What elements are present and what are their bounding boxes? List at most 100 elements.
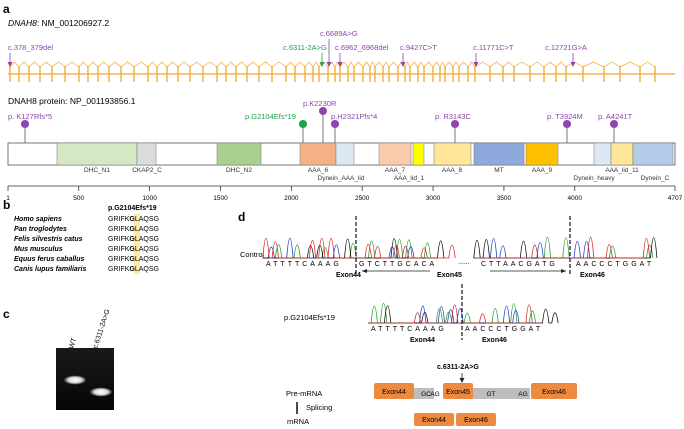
intron-hat <box>339 61 349 68</box>
splicing-label: Splicing <box>306 403 332 412</box>
lollipop-head <box>563 120 571 128</box>
intron-hat <box>432 61 441 68</box>
protein-variant-label: p. K127Rfs*5 <box>8 112 52 121</box>
intron-hat <box>166 61 179 68</box>
chromatogram-control <box>262 236 658 259</box>
axis-tick-label: 4707 <box>668 195 683 202</box>
intron-hat <box>439 61 446 68</box>
intron-hat <box>97 61 110 68</box>
domain-aaa-6 <box>299 142 337 166</box>
gene-variant-label: c.12721G>A <box>545 43 587 52</box>
lollipop-head <box>451 120 459 128</box>
exon-box-label: Exon44 <box>422 417 446 424</box>
gene-variant-label: c.378_379del <box>8 43 53 52</box>
intron-hat <box>216 61 227 68</box>
exon-box <box>456 413 496 426</box>
axis-tick-label: 500 <box>73 195 84 202</box>
intron-hat <box>9 61 20 68</box>
domain-label: Dynein_C <box>641 175 670 182</box>
intron-hat <box>467 61 476 68</box>
intron-hat <box>294 61 306 68</box>
intron-hat <box>147 61 158 68</box>
intron-hat <box>489 61 504 68</box>
sequence: GRIFKGLAQSG <box>108 266 159 273</box>
intron-hat <box>87 61 99 68</box>
species-name: Canis lupus familiaris <box>14 266 86 273</box>
conserved-residue-highlight <box>134 214 140 274</box>
intron-hat <box>369 61 376 68</box>
intron-hat <box>347 61 355 68</box>
species-name: Homo sapiens <box>14 216 62 223</box>
intron-hat <box>362 61 371 68</box>
intron-hat <box>133 61 149 68</box>
exon-box-label: Exon46 <box>542 389 566 396</box>
intron-hat <box>177 61 191 68</box>
intron-hat <box>51 61 66 68</box>
premrna-structure: Exon44 GC AG Exon45 GT AG Exon46 <box>374 383 577 399</box>
panel-label-b: b <box>3 198 10 212</box>
intron-hat <box>108 61 122 68</box>
domain-label: CKAP2_C <box>132 167 162 174</box>
species-name: Felis silvestris catus <box>14 236 83 243</box>
domain-label: AAA_lid_11 <box>605 167 639 174</box>
protein-domains <box>56 142 674 166</box>
base-calls: ATTTTCAAAG <box>371 326 447 333</box>
chromatogram-trace <box>476 236 654 259</box>
axis-tick-label: 3000 <box>426 195 441 202</box>
sequence: GRIFKGLAQSG <box>108 216 159 223</box>
splice-site-label: GT <box>486 391 495 398</box>
domain-mt <box>473 142 525 166</box>
domain-label: AAA_lid_1 <box>394 175 425 182</box>
axis-tick-label: 1 <box>6 195 10 202</box>
axis-tick-label: 1500 <box>213 195 228 202</box>
protein-variant-labels: p. K127Rfs*5 p.G2104Efs*19 p.K2230R p.H2… <box>8 99 633 121</box>
gel-band-mutant <box>90 387 112 397</box>
intron-hat <box>246 61 260 68</box>
domain-label: AAA_8 <box>442 167 463 174</box>
domain-label: DHC_N2 <box>226 167 252 174</box>
splice-variant-label: c.6311-2A>G <box>437 364 479 371</box>
domain-label: MT <box>494 167 503 174</box>
intron-hat <box>474 61 491 68</box>
base-calls: AACCCTGGAT <box>576 261 654 268</box>
protein-variant-label: p.K2230R <box>303 99 337 108</box>
gene-name: DNAH8 <box>8 18 37 28</box>
sequence: GRIFKGLAQSG <box>108 236 159 243</box>
lollipop-head <box>610 120 618 128</box>
intron-hat <box>271 61 287 68</box>
intron-hat <box>404 61 411 68</box>
sequence: GRIFKGLAQSG <box>108 246 159 253</box>
intron-hat <box>513 61 531 68</box>
intron-hat <box>156 61 168 68</box>
panel-label-c: c <box>3 307 10 321</box>
axis-tick-label: 1000 <box>142 195 157 202</box>
intron-hat <box>304 61 314 68</box>
splice-site-label: GC <box>421 391 431 398</box>
splice-site-label: AG <box>518 391 527 398</box>
axis-tick-label: 4000 <box>568 195 583 202</box>
intron-hat <box>582 61 605 68</box>
axis-tick-label: 2500 <box>355 195 370 202</box>
base-calls: ATTTTCAAAG <box>266 261 342 268</box>
chromatogram-trace <box>262 237 456 259</box>
intron-hat <box>235 61 248 68</box>
intron-hat <box>225 61 237 68</box>
lollipop-head <box>21 120 29 128</box>
domain-label: DHC_N1 <box>84 167 110 174</box>
domain-aaa-7 <box>378 142 412 166</box>
domain-dhc-n1 <box>56 142 138 166</box>
intron-hat <box>374 61 384 68</box>
exon-box <box>414 413 454 426</box>
intron-hat <box>120 61 135 68</box>
axis-tick-label: 3500 <box>497 195 512 202</box>
chromatogram-trace <box>368 304 533 324</box>
domain-aaa-lid-11 <box>610 142 634 166</box>
exon-box-label: Exon44 <box>382 389 406 396</box>
premrna-label: Pre-mRNA <box>286 389 322 398</box>
lollipop-head <box>331 120 339 128</box>
domain-dhc-n2 <box>216 142 262 166</box>
intron-hat <box>639 61 656 68</box>
gene-variant-label: c.6689A>G <box>320 29 358 38</box>
domain-label: Dynein_AAA_lid <box>318 175 365 182</box>
intron-hat <box>78 61 89 68</box>
